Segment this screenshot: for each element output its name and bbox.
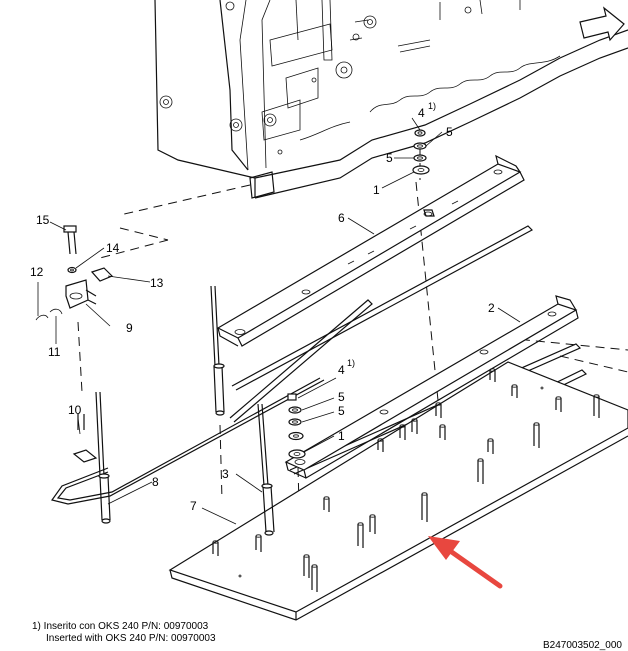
small-parts: [35, 225, 114, 463]
base-plate-7: [168, 361, 628, 621]
callout-7: 7: [190, 499, 197, 513]
footnote-line-english: Inserted with OKS 240 P/N: 00970003: [46, 633, 216, 644]
leader-lines: [37, 117, 521, 525]
callout-8: 8: [152, 475, 159, 489]
callout-2: 2: [488, 301, 495, 315]
callout-6: 6: [338, 211, 345, 225]
callout-11: 11: [48, 345, 61, 359]
machine-frame: [154, 0, 628, 199]
callout-1-lower: 1: [338, 429, 345, 443]
footnote: 1) Inserito con OKS 240 P/N: 00970003 In…: [32, 621, 216, 645]
callout-labels: 4 1) 5 5 1 6 2 4 1) 5 5 1 3 7 8 9 10 11 …: [30, 101, 495, 513]
fastener-stack-lower: [287, 393, 306, 459]
callout-9: 9: [126, 321, 133, 335]
callout-4-lower: 4: [338, 363, 345, 377]
callout-1-upper: 1: [373, 183, 380, 197]
note-mark-lower: 1): [347, 358, 355, 368]
direction-arrow-icon: [579, 6, 625, 42]
footnote-line-italian: 1) Inserito con OKS 240 P/N: 00970003: [32, 621, 209, 632]
callout-10: 10: [68, 403, 82, 417]
callout-5-lower-a: 5: [338, 390, 345, 404]
callout-4-upper: 4: [418, 106, 425, 120]
rail-2: [284, 295, 579, 479]
callout-14: 14: [106, 241, 120, 255]
note-mark-upper: 1): [428, 101, 436, 111]
base-pins: [212, 368, 600, 592]
callout-5-upper-b: 5: [386, 151, 393, 165]
pillars-3: [95, 285, 275, 536]
callout-5-upper-a: 5: [446, 125, 453, 139]
fastener-stack-upper: [412, 129, 435, 217]
callout-13: 13: [150, 276, 164, 290]
rail-6: [216, 154, 525, 347]
drawing-id: B247003502_000: [543, 640, 622, 651]
callout-5-lower-b: 5: [338, 404, 345, 418]
red-arrow-icon: [428, 536, 503, 589]
callout-3: 3: [222, 467, 229, 481]
callout-12: 12: [30, 265, 44, 279]
callout-15: 15: [36, 213, 50, 227]
